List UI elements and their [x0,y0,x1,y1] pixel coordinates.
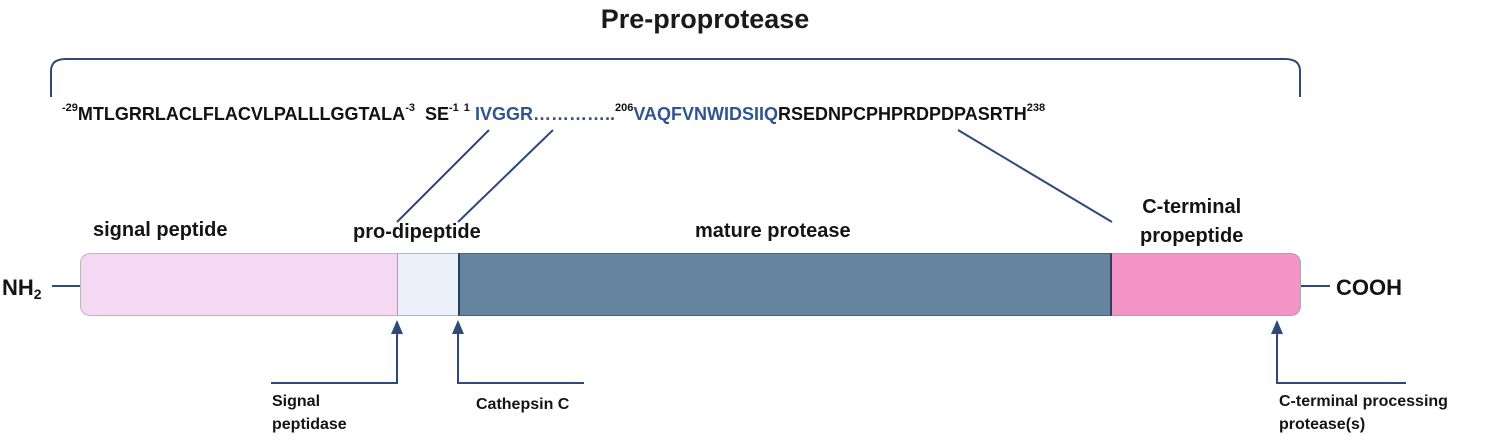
zoom-line-signal-end [396,129,490,223]
c-terminal-processing-line2: protease(s) [1279,416,1366,433]
zoom-line-mature-end [957,129,1113,223]
diagram-title: Pre-proprotease [600,4,810,34]
pro-dipeptide-segment [397,253,458,316]
pro-end-position: -1 [449,102,459,114]
signal-peptidase-arrowhead [391,320,403,334]
mature-protease-label: mature protease [695,220,851,242]
c-terminal-label-line1: C-terminal [1142,196,1242,218]
c-terminal-propeptide-segment [1112,253,1301,316]
c-terminal-label-line2: propeptide [1140,225,1244,247]
c-terminus-label: COOH [1336,275,1402,300]
signal-peptide-segment [80,253,397,316]
sequence-ellipsis: ………….. [532,104,615,124]
n-terminus-text: NH [2,275,34,300]
signal-start-position: -29 [62,102,78,114]
cathepsin-c-arrow-line [457,332,584,384]
mature-start-sequence: IVGGR [474,104,533,124]
c-terminal-processing-protease-label: C-terminal processing protease(s) [1279,390,1448,436]
c-terminal-processing-arrowhead [1271,320,1283,334]
signal-peptidase-label: Signal peptidase [272,390,347,436]
zoom-line-mature-start [457,129,554,223]
pro-sequence: SE [424,104,449,124]
c-terminal-end-position: 238 [1026,102,1046,114]
mature-start-position: 1 [463,102,470,114]
mature-end-sequence: VAQFVNWIDSIIQ [633,104,778,124]
c-terminal-propeptide-label: C-terminal propeptide [1140,193,1243,251]
c-terminal-sequence: RSEDNPCPHPRDPDPASRTH [778,104,1027,124]
signal-peptide-label: signal peptide [93,219,228,241]
signal-peptidase-line2: peptidase [272,416,347,433]
signal-peptidase-arrow-line [271,332,398,384]
signal-end-position: -3 [405,102,415,114]
n-terminus-subscript: 2 [33,286,42,302]
signal-sequence: MTLGRRLACLFLACVLPALLLGGTALA [77,104,406,124]
protein-sequence: -29MTLGRRLACLFLACVLPALLLGGTALA-3 SE-1 1 … [62,102,1046,125]
pro-dipeptide-label: pro-dipeptide [353,221,481,243]
mature-end-position: 206 [614,102,634,114]
c-terminal-processing-arrow-line [1276,332,1406,384]
sequence-bracket [50,58,1301,97]
signal-peptidase-line1: Signal [272,393,321,410]
n-terminus-label: NH2 [2,275,42,302]
mature-protease-segment [458,253,1112,316]
c-terminal-processing-line1: C-terminal processing [1279,393,1448,410]
cathepsin-c-arrowhead [452,320,464,334]
cathepsin-c-label: Cathepsin C [476,396,570,413]
